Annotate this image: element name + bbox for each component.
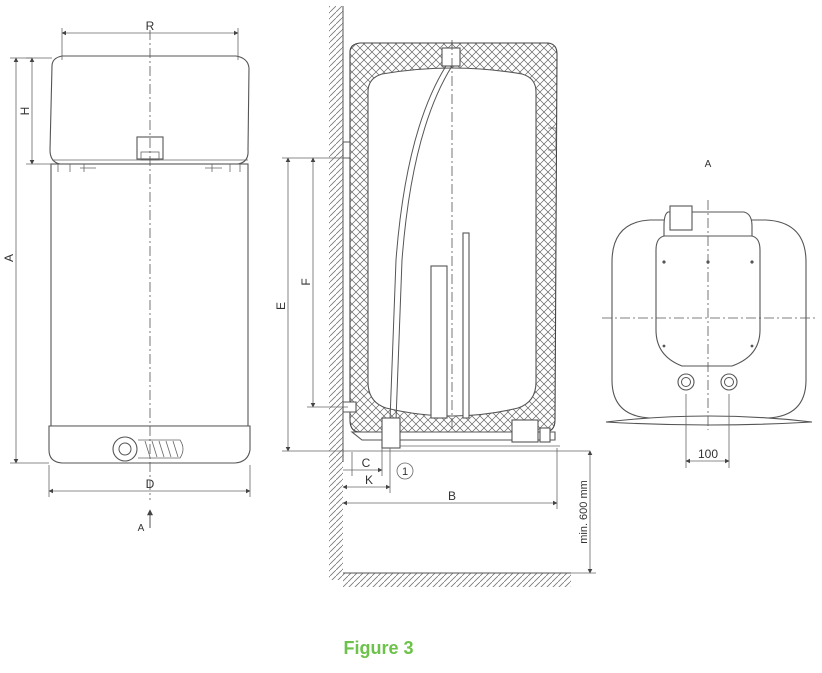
dim-C-label: C: [362, 456, 371, 470]
dim-H-label: H: [18, 107, 32, 116]
dim-A-label: A: [2, 254, 16, 262]
front-top-cap: [49, 55, 250, 165]
dim-E-label: E: [274, 302, 288, 310]
view-arrow-label: A: [138, 523, 145, 534]
dim-B-label: B: [448, 489, 456, 503]
front-body: [50, 163, 249, 427]
callout-1-marker: [396, 462, 414, 480]
figure-caption: Figure 3: [343, 638, 414, 658]
side-view: E F C K 1 B min. 600 mm: [274, 6, 596, 587]
inlet-pipe-icon: [677, 373, 695, 391]
callout-1-label: 1: [402, 466, 408, 478]
front-view: R H A D A: [2, 19, 251, 534]
min-floor-label: min. 600 mm: [578, 480, 590, 544]
front-bottom-cap: [48, 425, 251, 464]
dim-K-label: K: [365, 473, 373, 487]
outlet-pipe-icon: [720, 373, 738, 391]
dim-R-label: R: [146, 19, 155, 33]
front-thermostat-knob: [112, 436, 138, 462]
dim-100-label: 100: [698, 447, 718, 461]
dim-F-label: F: [299, 278, 313, 285]
dim-D-label: D: [146, 477, 155, 491]
bottom-view-title: A: [705, 159, 712, 170]
bottom-view: A 100: [602, 159, 816, 468]
